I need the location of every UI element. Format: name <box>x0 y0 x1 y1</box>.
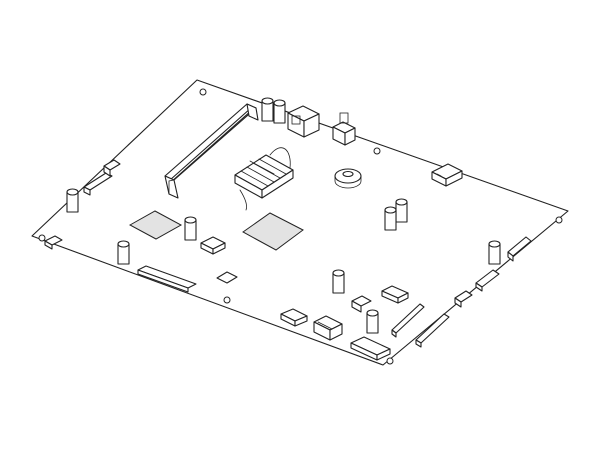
capacitor <box>273 99 286 124</box>
header-strip <box>391 303 425 338</box>
smd-part <box>454 290 473 308</box>
chipset-chip <box>128 210 183 240</box>
smd-part <box>351 295 372 313</box>
smd-part <box>44 235 63 250</box>
capacitor <box>395 198 408 223</box>
power-jack <box>332 112 356 146</box>
capacitor <box>184 216 197 241</box>
small-chip <box>216 271 238 284</box>
smd-part <box>200 236 226 255</box>
smd-part <box>280 308 308 327</box>
capacitors <box>66 97 501 334</box>
inductor-toroid <box>334 168 362 189</box>
capacitor <box>66 188 79 213</box>
smd-components <box>44 159 532 361</box>
heatsink <box>234 147 294 211</box>
smd-part <box>475 269 500 292</box>
mounting-holes <box>38 88 563 365</box>
smd-part <box>381 285 409 304</box>
right-edge-connector <box>507 236 532 262</box>
smd-part <box>103 159 121 177</box>
memory-slot <box>164 103 259 199</box>
capacitor <box>117 240 130 265</box>
capacitor <box>488 240 501 265</box>
header-strip <box>415 313 450 348</box>
mounting-hole <box>373 147 381 155</box>
mounting-hole <box>555 216 563 224</box>
mounting-hole <box>199 88 207 96</box>
left-edge-connector <box>83 172 113 196</box>
bottom-edge-connector <box>137 265 197 293</box>
mounting-hole <box>386 357 394 365</box>
pin-header <box>431 163 463 187</box>
capacitor <box>261 97 274 122</box>
capacitor <box>332 269 345 294</box>
smd-part <box>350 336 391 361</box>
mounting-hole <box>38 234 46 242</box>
ethernet-jack <box>287 105 320 138</box>
cpu-chip <box>242 212 304 251</box>
capacitor <box>384 206 397 231</box>
capacitor <box>366 309 379 334</box>
mounting-hole <box>223 296 231 304</box>
usb-port <box>313 315 343 341</box>
